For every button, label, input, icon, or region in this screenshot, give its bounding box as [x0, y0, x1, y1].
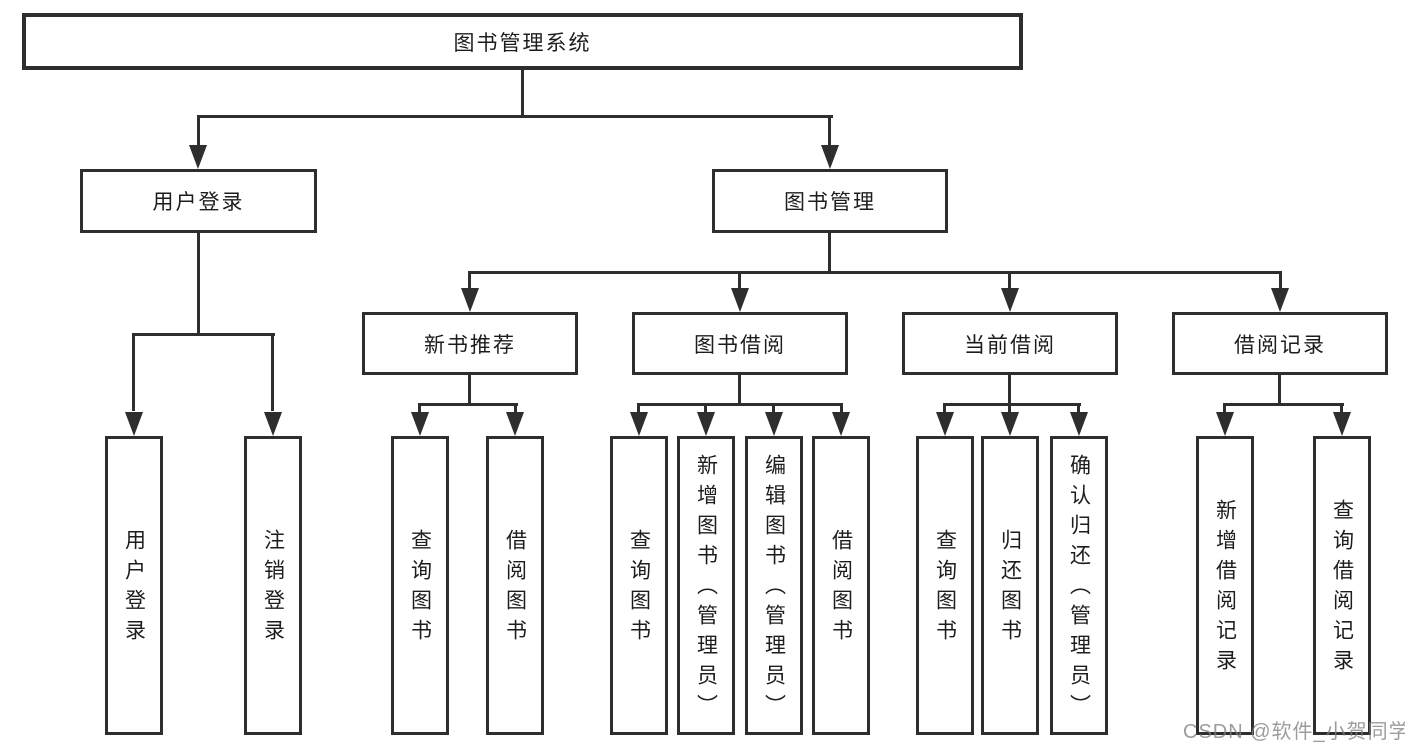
leaf-confirm-return-admin: 确认归还（管理员） — [1050, 436, 1108, 735]
connector-line — [514, 403, 517, 415]
connector-line — [943, 403, 1081, 406]
leaf-query-books-recommend: 查询图书 — [391, 436, 449, 735]
arrowhead-new-book — [461, 288, 479, 312]
arrowhead-leaf — [125, 412, 143, 436]
connector-line — [197, 233, 200, 336]
connector-line — [637, 403, 640, 415]
connector-line — [418, 403, 518, 406]
arrowhead-leaf — [1333, 412, 1351, 436]
node-new-book-recommend: 新书推荐 — [362, 312, 578, 375]
leaf-user-login: 用户登录 — [105, 436, 163, 735]
arrowhead-leaf — [630, 412, 648, 436]
leaf-add-borrow-record: 新增借阅记录 — [1196, 436, 1254, 735]
connector-line — [772, 403, 775, 415]
connector-line — [132, 333, 275, 336]
connector-line — [1077, 403, 1080, 415]
connector-line — [1008, 403, 1011, 415]
connector-line — [1008, 271, 1011, 291]
arrowhead-leaf — [1070, 412, 1088, 436]
connector-line — [828, 115, 831, 150]
connector-line — [1223, 403, 1344, 406]
arrowhead-leaf — [697, 412, 715, 436]
connector-line — [271, 333, 274, 411]
connector-line — [943, 403, 946, 415]
connector-line — [1340, 403, 1343, 415]
arrowhead-leaf — [832, 412, 850, 436]
connector-root-stem — [521, 70, 524, 117]
leaf-return-books: 归还图书 — [981, 436, 1039, 735]
connector-root-branch — [197, 115, 833, 118]
arrowhead-leaf — [1001, 412, 1019, 436]
leaf-add-books-admin: 新增图书（管理员） — [677, 436, 735, 735]
node-user-login: 用户登录 — [80, 169, 317, 233]
arrowhead-leaf — [506, 412, 524, 436]
connector-line — [1279, 271, 1282, 291]
arrowhead-leaf — [264, 412, 282, 436]
connector-line — [1223, 403, 1226, 415]
leaf-edit-books-admin: 编辑图书（管理员） — [745, 436, 803, 735]
connector-line — [1278, 375, 1281, 406]
arrowhead-user-login — [189, 145, 207, 169]
connector-line — [828, 233, 831, 274]
arrowhead-leaf — [411, 412, 429, 436]
arrowhead-book-borrow — [731, 288, 749, 312]
connector-line — [738, 375, 741, 406]
arrowhead-leaf — [765, 412, 783, 436]
csdn-watermark: CSDN @软件_小贺同学 — [1183, 721, 1405, 743]
connector-line — [197, 115, 200, 150]
connector-line — [1008, 375, 1011, 406]
connector-line — [738, 271, 741, 291]
connector-line — [132, 333, 135, 411]
leaf-query-borrow-record: 查询借阅记录 — [1313, 436, 1371, 735]
leaf-query-books-borrow: 查询图书 — [610, 436, 668, 735]
leaf-query-books-current: 查询图书 — [916, 436, 974, 735]
connector-line — [468, 271, 471, 291]
arrowhead-current-borrow — [1001, 288, 1019, 312]
arrowhead-leaf — [1216, 412, 1234, 436]
arrowhead-borrow-records — [1271, 288, 1289, 312]
node-current-borrow: 当前借阅 — [902, 312, 1118, 375]
connector-line — [468, 375, 471, 406]
node-book-management: 图书管理 — [712, 169, 948, 233]
connector-line — [637, 403, 843, 406]
leaf-borrow-books-recommend: 借阅图书 — [486, 436, 544, 735]
connector-line — [468, 271, 1282, 274]
connector-line — [840, 403, 843, 415]
node-borrow-records: 借阅记录 — [1172, 312, 1388, 375]
node-root-system: 图书管理系统 — [22, 13, 1023, 70]
node-book-borrow: 图书借阅 — [632, 312, 848, 375]
leaf-logout: 注销登录 — [244, 436, 302, 735]
connector-line — [704, 403, 707, 415]
connector-line — [418, 403, 421, 415]
arrowhead-book-management — [821, 145, 839, 169]
leaf-borrow-books: 借阅图书 — [812, 436, 870, 735]
arrowhead-leaf — [936, 412, 954, 436]
